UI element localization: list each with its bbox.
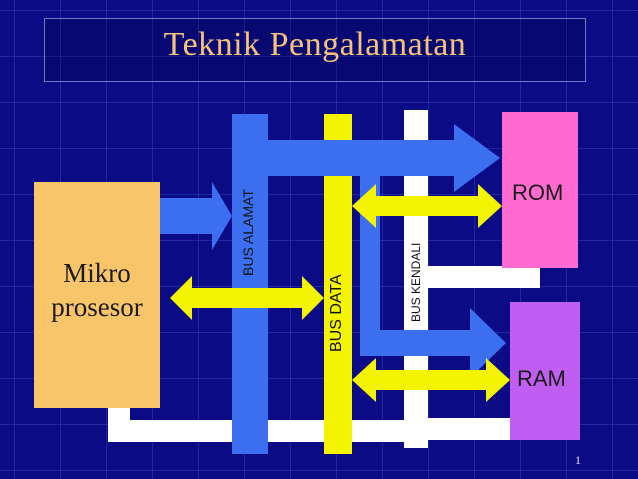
ram-label: RAM [517, 366, 566, 391]
microprocessor-label: Mikro prosesor [34, 256, 160, 324]
microprocessor-box [34, 182, 160, 408]
rom-box [502, 112, 578, 268]
mikro-data-double-arrow [170, 276, 324, 320]
control-bus-label: BUS KENDALI [409, 242, 423, 322]
ram-box [510, 302, 580, 440]
address-to-ram-arrow [360, 308, 506, 378]
address-to-rom-arrow [268, 124, 500, 192]
slide-title: Teknik Pengalamatan [163, 26, 467, 63]
title-frame [44, 18, 586, 82]
rom-label: ROM [512, 180, 564, 205]
data-ram-double-arrow [352, 358, 510, 402]
control-to-ram-line [404, 418, 516, 440]
address-bus-bar [232, 114, 268, 454]
mikro-to-address-arrow [160, 182, 232, 250]
microprocessor-label-line2: prosesor [51, 292, 143, 322]
data-rom-double-arrow [352, 184, 502, 228]
address-bus-label: BUS ALAMAT [240, 189, 256, 276]
data-bus-label: BUS DATA [328, 274, 345, 352]
control-to-rom-line [404, 266, 540, 288]
microprocessor-label-line1: Mikro [63, 258, 131, 288]
page-number: 1 [575, 453, 581, 467]
